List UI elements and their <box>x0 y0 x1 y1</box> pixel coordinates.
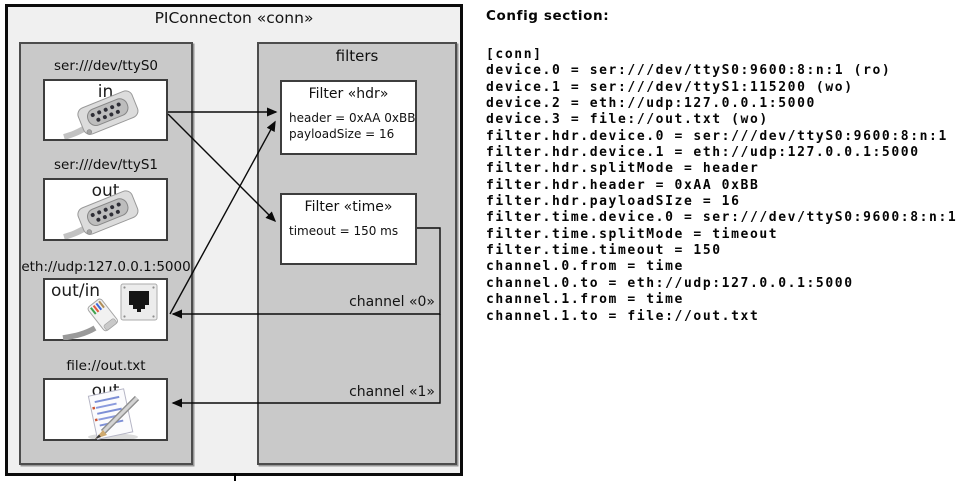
device-box-file-out: out <box>43 378 168 441</box>
bottom-tick-mark <box>234 473 236 481</box>
config-line: channel.1.from = time <box>486 292 684 308</box>
db9-serial-connector-icon <box>63 90 139 139</box>
config-line: device.1 = ser:///dev/ttyS1:115200 (wo) <box>486 79 854 95</box>
ethernet-connector-icon <box>62 283 158 340</box>
device-label-ttys0: ser:///dev/ttyS0 <box>54 58 158 74</box>
device-label-file-out: file://out.txt <box>66 358 146 374</box>
filter-hdr-property-payloadsize: payloadSize = 16 <box>289 126 395 141</box>
filter-hdr-box: Filter «hdr» header = 0xAA 0xBB payloadS… <box>280 80 417 155</box>
config-line: channel.0.from = time <box>486 259 684 275</box>
config-line: device.3 = file://out.txt (wo) <box>486 112 769 128</box>
filter-time-title: Filter «time» <box>304 199 393 215</box>
config-line: filter.hdr.splitMode = header <box>486 161 760 177</box>
filter-hdr-property-header: header = 0xAA 0xBB <box>289 111 416 125</box>
config-lines: [conn]device.0 = ser:///dev/ttyS0:9600:8… <box>486 47 957 325</box>
filters-panel-title: filters <box>335 47 379 65</box>
config-line: device.2 = eth://udp:127.0.0.1:5000 <box>486 96 816 112</box>
config-line: channel.1.to = file://out.txt <box>486 308 760 324</box>
config-line: filter.hdr.header = 0xAA 0xBB <box>486 177 760 193</box>
filter-time-property-timeout: timeout = 150 ms <box>289 224 399 238</box>
filter-time-box: Filter «time» timeout = 150 ms <box>280 193 417 265</box>
channel-1-label: channel «1» <box>349 384 435 400</box>
config-line: [conn] <box>486 47 543 62</box>
text-file-notepad-icon <box>87 388 140 441</box>
config-heading: Config section: <box>486 8 610 24</box>
device-box-eth-udp: out/in <box>43 278 168 341</box>
config-line: device.0 = ser:///dev/ttyS0:9600:8:n:1 (… <box>486 63 892 79</box>
filter-hdr-title: Filter «hdr» <box>308 86 389 102</box>
config-line: filter.time.device.0 = ser:///dev/ttyS0:… <box>486 210 958 226</box>
config-line: channel.0.to = eth://udp:127.0.0.1:5000 <box>486 275 854 291</box>
config-section: Config section: [conn]device.0 = ser:///… <box>486 8 957 325</box>
device-box-ttys0: in <box>43 79 168 141</box>
channel-0-label: channel «0» <box>349 294 435 310</box>
config-line: filter.hdr.payloadSIze = 16 <box>486 194 741 210</box>
config-line: filter.time.timeout = 150 <box>486 243 722 259</box>
device-label-ttys1: ser:///dev/ttyS1 <box>54 157 158 173</box>
device-box-ttys1: out <box>43 178 168 241</box>
device-label-eth-udp: eth://udp:127.0.0.1:5000 <box>21 259 191 275</box>
diagram-title: PIConnecton «conn» <box>154 9 314 27</box>
port-direction-label: out/in <box>51 281 101 301</box>
config-line: filter.time.splitMode = timeout <box>486 226 779 242</box>
config-line: filter.hdr.device.1 = eth://udp:127.0.0.… <box>486 145 920 161</box>
db9-serial-connector-icon <box>63 190 139 239</box>
config-line: filter.hdr.device.0 = ser:///dev/ttyS0:9… <box>486 128 948 144</box>
